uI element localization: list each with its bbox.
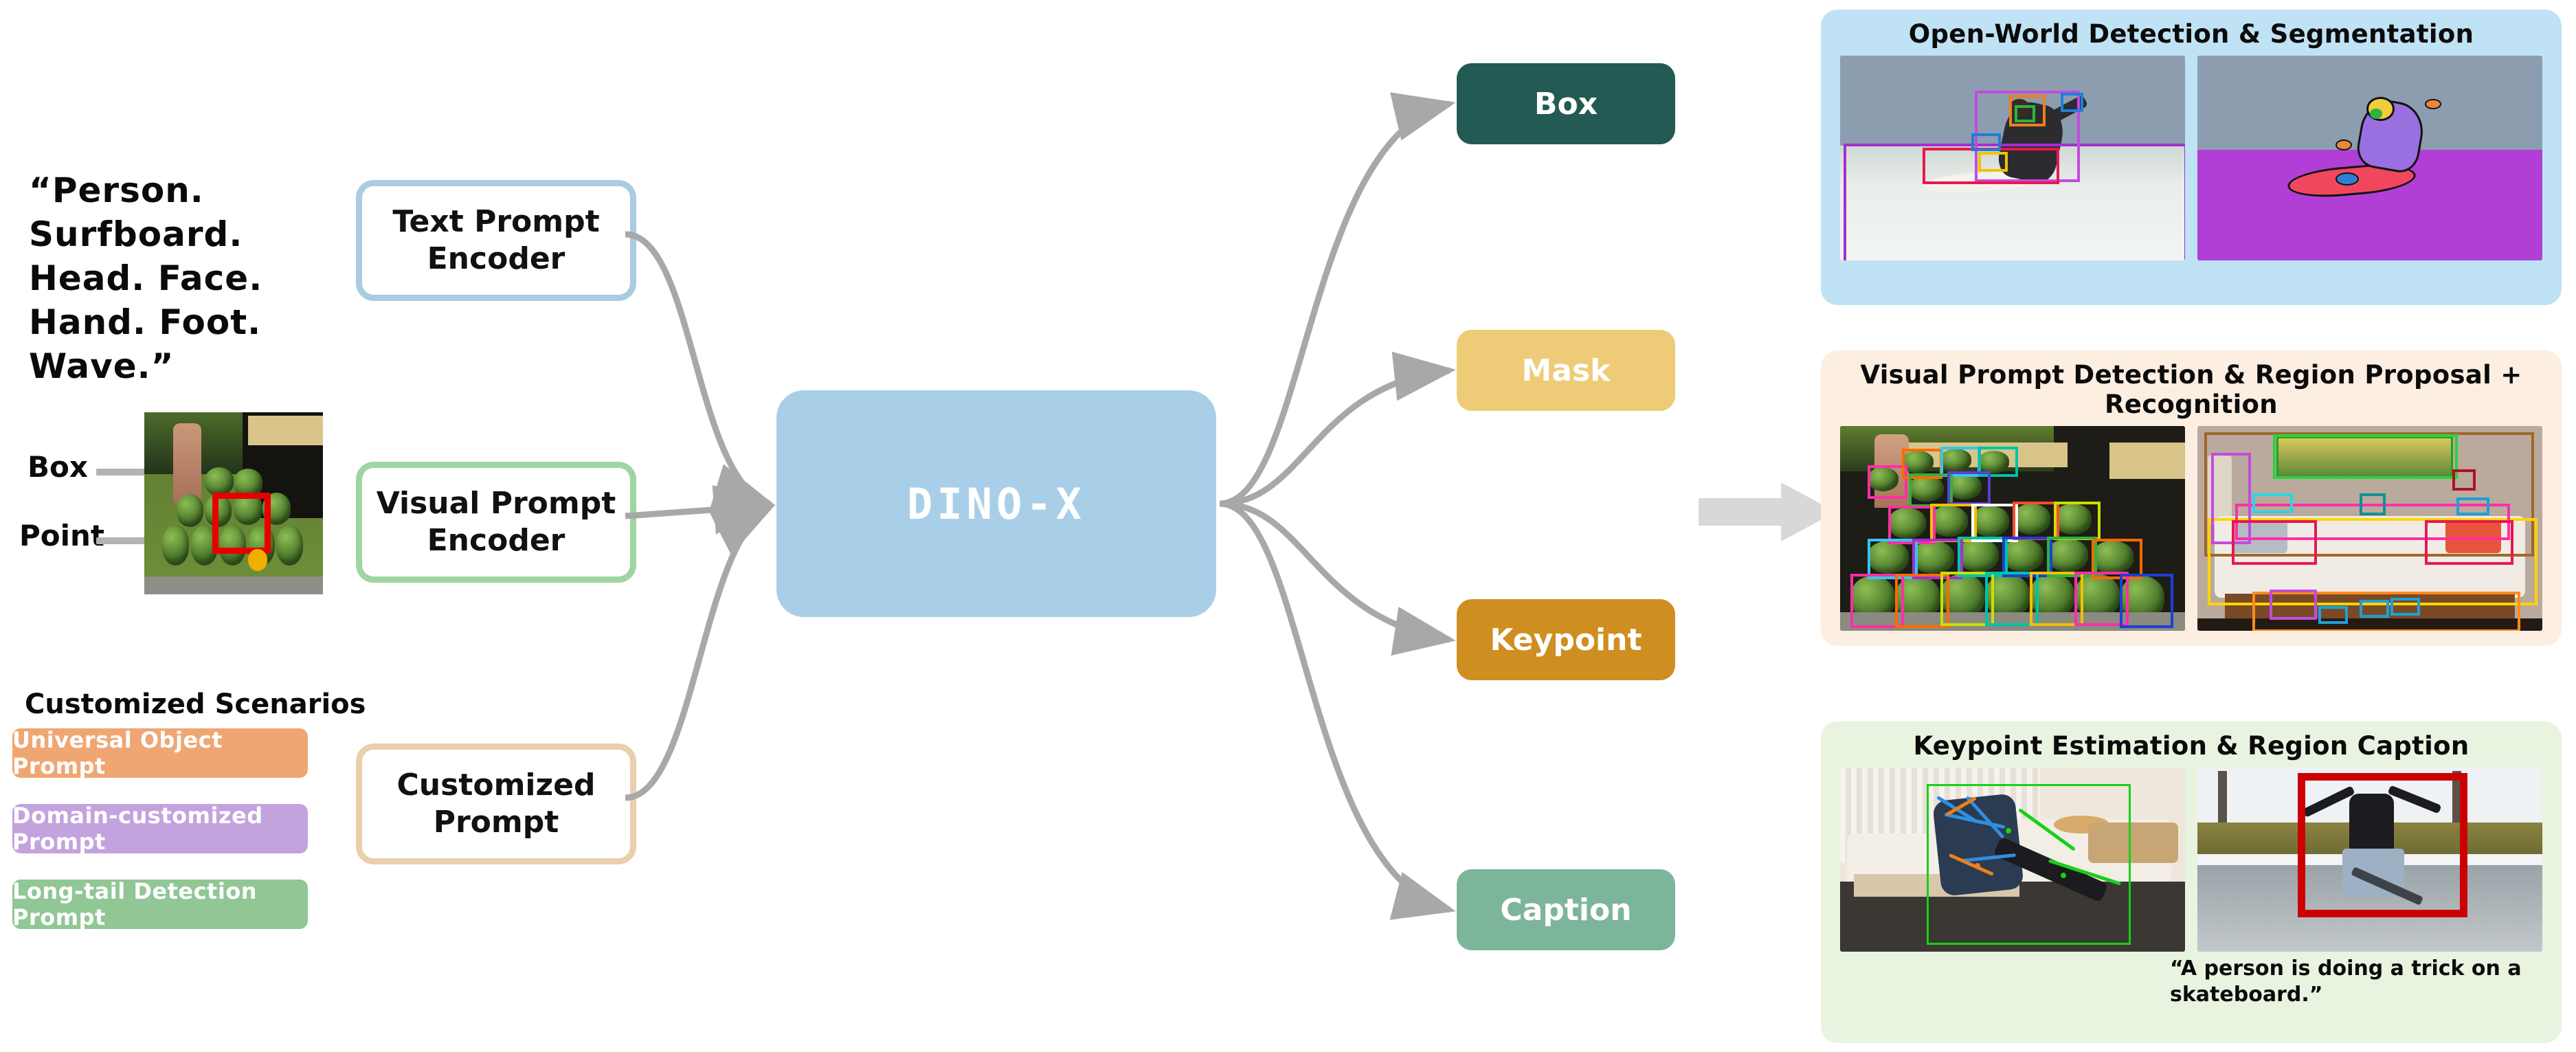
bbox-melon bbox=[2047, 536, 2098, 577]
visual-prompt-encoder-box[interactable]: Visual Prompt Encoder bbox=[356, 462, 636, 583]
bbox-melon bbox=[1850, 573, 1905, 629]
bbox-sofa bbox=[2208, 518, 2538, 606]
bbox-melon bbox=[2002, 536, 2053, 577]
connector-custom-to-model bbox=[625, 504, 776, 801]
bbox-melon bbox=[1957, 536, 2008, 577]
panel-title-keypoint-caption: Keypoint Estimation & Region Caption bbox=[1913, 731, 2469, 761]
visual-prompt-image bbox=[144, 412, 323, 594]
surfer-detection-image bbox=[1840, 56, 2185, 260]
bbox-melon bbox=[2074, 571, 2129, 627]
bbox-object bbox=[2390, 598, 2421, 616]
bbox-book bbox=[2270, 590, 2317, 620]
skateboarder-region-image bbox=[2197, 768, 2542, 952]
bbox-melon bbox=[2119, 573, 2173, 629]
bbox-wave bbox=[1844, 144, 2185, 260]
bbox-object bbox=[2318, 606, 2348, 625]
surfer-segmentation-image bbox=[2197, 56, 2542, 260]
bbox-object bbox=[2252, 493, 2293, 514]
bbox-melon bbox=[1868, 465, 1908, 500]
bbox-person bbox=[1926, 784, 2131, 945]
scenario-pill-domain-customized-prompt[interactable]: Domain-customized Prompt bbox=[12, 803, 308, 855]
bbox-melon bbox=[2030, 571, 2084, 627]
connector-model-to-caption bbox=[1219, 500, 1456, 920]
point-prompt-label: Point bbox=[19, 519, 105, 552]
bbox-pillow bbox=[2425, 520, 2513, 565]
output-keypoint-head[interactable]: Keypoint bbox=[1457, 599, 1675, 680]
customized-scenarios-title: Customized Scenarios bbox=[25, 689, 366, 720]
bbox-melon bbox=[1909, 473, 1953, 508]
result-panel-visual-prompt: Visual Prompt Detection & Region Proposa… bbox=[1821, 350, 2562, 646]
output-mask-head[interactable]: Mask bbox=[1457, 330, 1675, 411]
living-room-proposals-image bbox=[2197, 426, 2542, 631]
text-prompt-encoder-box[interactable]: Text Prompt Encoder bbox=[356, 180, 636, 301]
bbox-melon bbox=[1888, 506, 1936, 544]
result-panel-keypoint-caption: Keypoint Estimation & Region Caption bbox=[1821, 721, 2562, 1043]
scenario-pill-long-tail-detection-prompt[interactable]: Long-tail Detection Prompt bbox=[12, 878, 308, 930]
bbox-object bbox=[2359, 600, 2390, 618]
bbox-object bbox=[2456, 497, 2489, 516]
bbox-region-caption bbox=[2297, 773, 2468, 917]
bbox-melon bbox=[1947, 471, 1991, 506]
connector-model-to-mask bbox=[1219, 351, 1456, 507]
bbox-melon bbox=[1895, 573, 1949, 629]
bbox-painting bbox=[2273, 434, 2459, 479]
output-caption-head[interactable]: Caption bbox=[1457, 869, 1675, 950]
bbox-table bbox=[2252, 592, 2520, 631]
region-caption-text: “A person is doing a trick on a skateboa… bbox=[2170, 956, 2522, 1007]
output-box-head[interactable]: Box bbox=[1457, 63, 1675, 144]
bbox-melon bbox=[1940, 571, 1994, 627]
bbox-face bbox=[2014, 104, 2036, 123]
vr-keypoints-image bbox=[1840, 768, 2185, 952]
box-prompt-label: Box bbox=[27, 450, 88, 484]
bbox-room bbox=[2204, 432, 2534, 557]
bbox-person bbox=[1974, 90, 2081, 182]
scenario-pill-universal-object-prompt[interactable]: Universal Object Prompt bbox=[12, 727, 308, 779]
connector-model-to-keypoint bbox=[1219, 500, 1456, 656]
visual-prompt-point-annotation bbox=[247, 548, 268, 571]
bbox-melon bbox=[2054, 502, 2101, 540]
bbox-melon bbox=[2013, 502, 2060, 540]
results-arrow-icon bbox=[1699, 482, 1836, 541]
bbox-lamp bbox=[2211, 452, 2252, 544]
customized-prompt-box[interactable]: Customized Prompt bbox=[356, 743, 636, 864]
panel-title-open-world: Open-World Detection & Segmentation bbox=[1908, 19, 2474, 49]
bbox-object bbox=[2359, 493, 2386, 516]
bbox-melon bbox=[1912, 538, 1963, 579]
watermelon-detections-image bbox=[1840, 426, 2185, 631]
bbox-foot bbox=[1978, 152, 2008, 172]
visual-prompt-box-annotation bbox=[212, 492, 271, 555]
bbox-melon bbox=[1868, 538, 1918, 579]
connector-model-to-box bbox=[1219, 92, 1456, 507]
bbox-melon bbox=[1984, 571, 2039, 627]
bbox-hand-left bbox=[1971, 133, 2001, 152]
bbox-hand-right bbox=[2061, 92, 2084, 113]
bbox-melon bbox=[1978, 446, 2018, 477]
bbox-pillow bbox=[2232, 520, 2317, 565]
panel-title-visual-prompt: Visual Prompt Detection & Region Proposa… bbox=[1860, 360, 2522, 419]
bbox-melon bbox=[1971, 504, 2018, 542]
dino-x-model-box[interactable]: DINO-X bbox=[776, 390, 1216, 617]
result-panel-open-world: Open-World Detection & Segmentation bbox=[1821, 10, 2562, 305]
connector-visual-to-model bbox=[625, 484, 776, 535]
bbox-melon bbox=[2092, 538, 2142, 579]
bbox-head bbox=[2008, 94, 2046, 127]
connector-text-to-model bbox=[625, 231, 776, 511]
bbox-object bbox=[2452, 469, 2476, 491]
text-prompt-string: “Person. Surfboard. Head. Face. Hand. Fo… bbox=[29, 170, 263, 386]
